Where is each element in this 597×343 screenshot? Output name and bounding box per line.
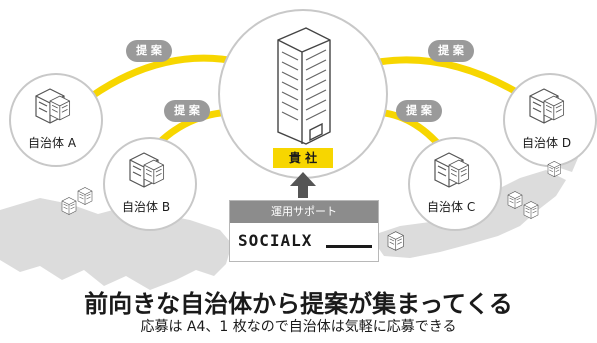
municipality-c-label: 自治体 C [427, 200, 476, 214]
map-building-icon [507, 191, 523, 209]
support-header: 運用サポート [230, 201, 378, 223]
map-building-icon [61, 197, 77, 215]
map-building-icon [547, 161, 561, 177]
company-label: 貴 社 [273, 148, 333, 168]
proposal-pill-a: 提 案 [126, 40, 172, 62]
proposal-pill-d: 提 案 [428, 40, 474, 62]
support-box: 運用サポート SOCIALX [229, 200, 379, 262]
brand-logo-text: SOCIALX [238, 231, 313, 250]
headline: 前向きな自治体から提案が集まってくる [84, 290, 513, 318]
map-building-icon [387, 231, 404, 251]
map-building-icon [77, 187, 93, 205]
municipality-d-label: 自治体 D [522, 136, 572, 150]
subheadline: 応募は A4、1 枚なので自治体は気軽に応募できる [140, 319, 457, 335]
municipality-a-label: 自治体 A [28, 136, 77, 150]
municipality-b-label: 自治体 B [122, 200, 171, 214]
arrow-d-to-company [364, 56, 524, 98]
arrow-a-to-company [88, 54, 244, 100]
proposal-pill-b: 提 案 [164, 100, 210, 122]
office-tower-icon [277, 27, 331, 145]
map-building-icon [523, 201, 539, 219]
brand-underline [326, 245, 372, 248]
proposal-pill-c: 提 案 [396, 100, 442, 122]
support-up-arrow [290, 172, 316, 198]
